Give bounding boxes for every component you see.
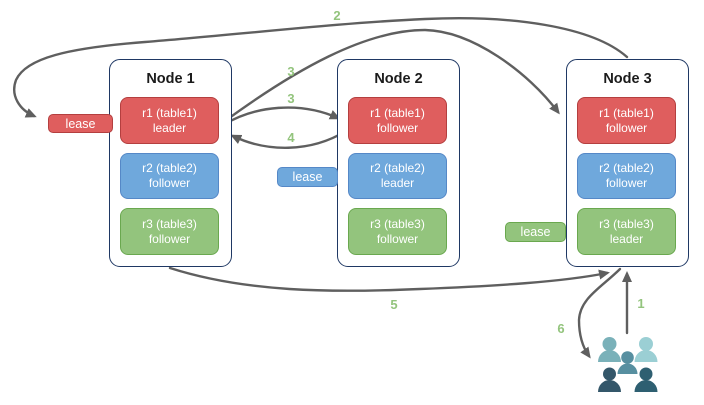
arrow-step-4-node2-to-leader	[230, 129, 348, 149]
arrow-step-3-leader-to-node2	[223, 106, 341, 126]
node-2-replica-r3: r3 (table3) follower	[348, 208, 447, 255]
node-3: Node 3 r1 (table1) follower r2 (table2) …	[566, 59, 689, 267]
node-1-title: Node 1	[146, 71, 195, 87]
replica-role: follower	[605, 120, 648, 135]
node-2: Node 2 r1 (table1) follower r2 (table2) …	[337, 59, 460, 267]
node-3-replica-r1: r1 (table1) follower	[577, 97, 676, 144]
node-2-replica-r2: r2 (table2) leader	[348, 153, 447, 199]
lease-badge-table2: lease	[277, 167, 338, 187]
replica-role: follower	[148, 231, 191, 246]
replica-role: leader	[609, 231, 644, 246]
replica-name: r3 (table3)	[370, 216, 425, 231]
replica-role: follower	[605, 176, 648, 190]
node-1: Node 1 r1 (table1) leader r2 (table2) fo…	[109, 59, 232, 267]
node-1-replica-r1: r1 (table1) leader	[120, 97, 219, 144]
person-bottom-left-icon	[598, 367, 621, 392]
arrow-step-5-node1-to-node3	[168, 266, 610, 292]
step-label-3a: 3	[287, 64, 295, 79]
replica-name: r1 (table1)	[599, 105, 654, 120]
node-1-replica-r3: r3 (table3) follower	[120, 208, 219, 255]
lease-badge-table1: lease	[48, 114, 113, 133]
arrow-step-6-node3-to-client	[577, 267, 622, 359]
node-1-replica-r2: r2 (table2) follower	[120, 153, 219, 199]
person-top-left-icon	[598, 337, 621, 362]
step-label-2: 2	[333, 8, 341, 23]
node-2-title: Node 2	[374, 71, 423, 87]
replica-role: follower	[376, 231, 419, 246]
node-3-replica-r2: r2 (table2) follower	[577, 153, 676, 199]
person-middle-icon	[617, 351, 638, 374]
replica-name: r2 (table2)	[599, 161, 654, 175]
lease-badge-table3: lease	[505, 222, 566, 242]
replica-name: r1 (table1)	[142, 105, 197, 120]
step-label-3b: 3	[287, 91, 295, 106]
step-label-4: 4	[287, 130, 295, 145]
replica-name: r2 (table2)	[142, 161, 197, 175]
replica-name: r3 (table3)	[599, 216, 654, 231]
person-bottom-right-icon	[634, 367, 658, 392]
users-icon	[598, 337, 658, 392]
step-label-1: 1	[637, 296, 645, 311]
replica-role: follower	[376, 120, 419, 135]
replica-name: r2 (table2)	[370, 161, 425, 175]
node-3-replica-r3: r3 (table3) leader	[577, 208, 676, 255]
replica-name: r1 (table1)	[370, 105, 425, 120]
arrow-step-3-leader-to-node3	[223, 28, 560, 123]
replica-role: leader	[380, 176, 415, 190]
arrow-step-2-node3-to-lease1	[13, 17, 629, 118]
node-3-title: Node 3	[603, 71, 652, 87]
replica-name: r3 (table3)	[142, 216, 197, 231]
replica-role: leader	[152, 120, 187, 135]
step-label-6: 6	[557, 321, 565, 336]
node-2-replica-r1: r1 (table1) follower	[348, 97, 447, 144]
person-top-right-icon	[634, 337, 658, 362]
step-label-5: 5	[390, 297, 398, 312]
replica-role: follower	[148, 176, 191, 190]
